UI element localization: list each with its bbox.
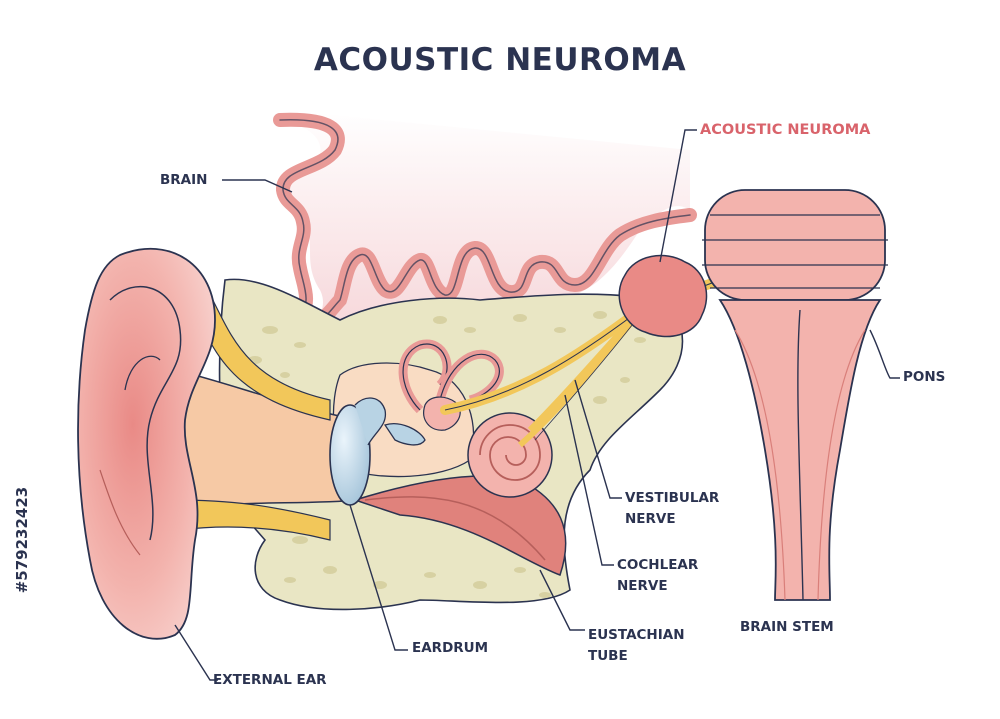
stock-id-text: #579232423 bbox=[13, 486, 31, 594]
label-eardrum: EARDRUM bbox=[412, 640, 489, 656]
label-cochlear-nerve: COCHLEAR NERVE bbox=[617, 557, 699, 594]
brain-stem bbox=[718, 299, 882, 601]
label-brain-stem: BRAIN STEM bbox=[740, 619, 834, 635]
label-pons: PONS bbox=[903, 369, 946, 385]
pons bbox=[702, 189, 888, 301]
page-title: ACOUSTIC NEUROMA bbox=[313, 42, 687, 78]
eustachian-tube bbox=[352, 475, 567, 576]
label-vestibular-nerve: VESTIBULAR NERVE bbox=[625, 490, 720, 527]
label-external-ear: EXTERNAL EAR bbox=[213, 672, 327, 688]
acoustic-neuroma-tumor bbox=[618, 254, 708, 338]
leader-lines bbox=[174, 129, 900, 681]
label-acoustic-neuroma: ACOUSTIC NEUROMA bbox=[700, 122, 871, 138]
brain-tissue bbox=[273, 110, 697, 330]
eardrum-and-ossicles bbox=[329, 397, 426, 506]
label-eustachian-tube: EUSTACHIAN TUBE bbox=[588, 627, 685, 664]
external-ear bbox=[77, 247, 216, 640]
label-brain: BRAIN bbox=[160, 172, 208, 188]
stock-id: #579232423 bbox=[2, 470, 42, 610]
